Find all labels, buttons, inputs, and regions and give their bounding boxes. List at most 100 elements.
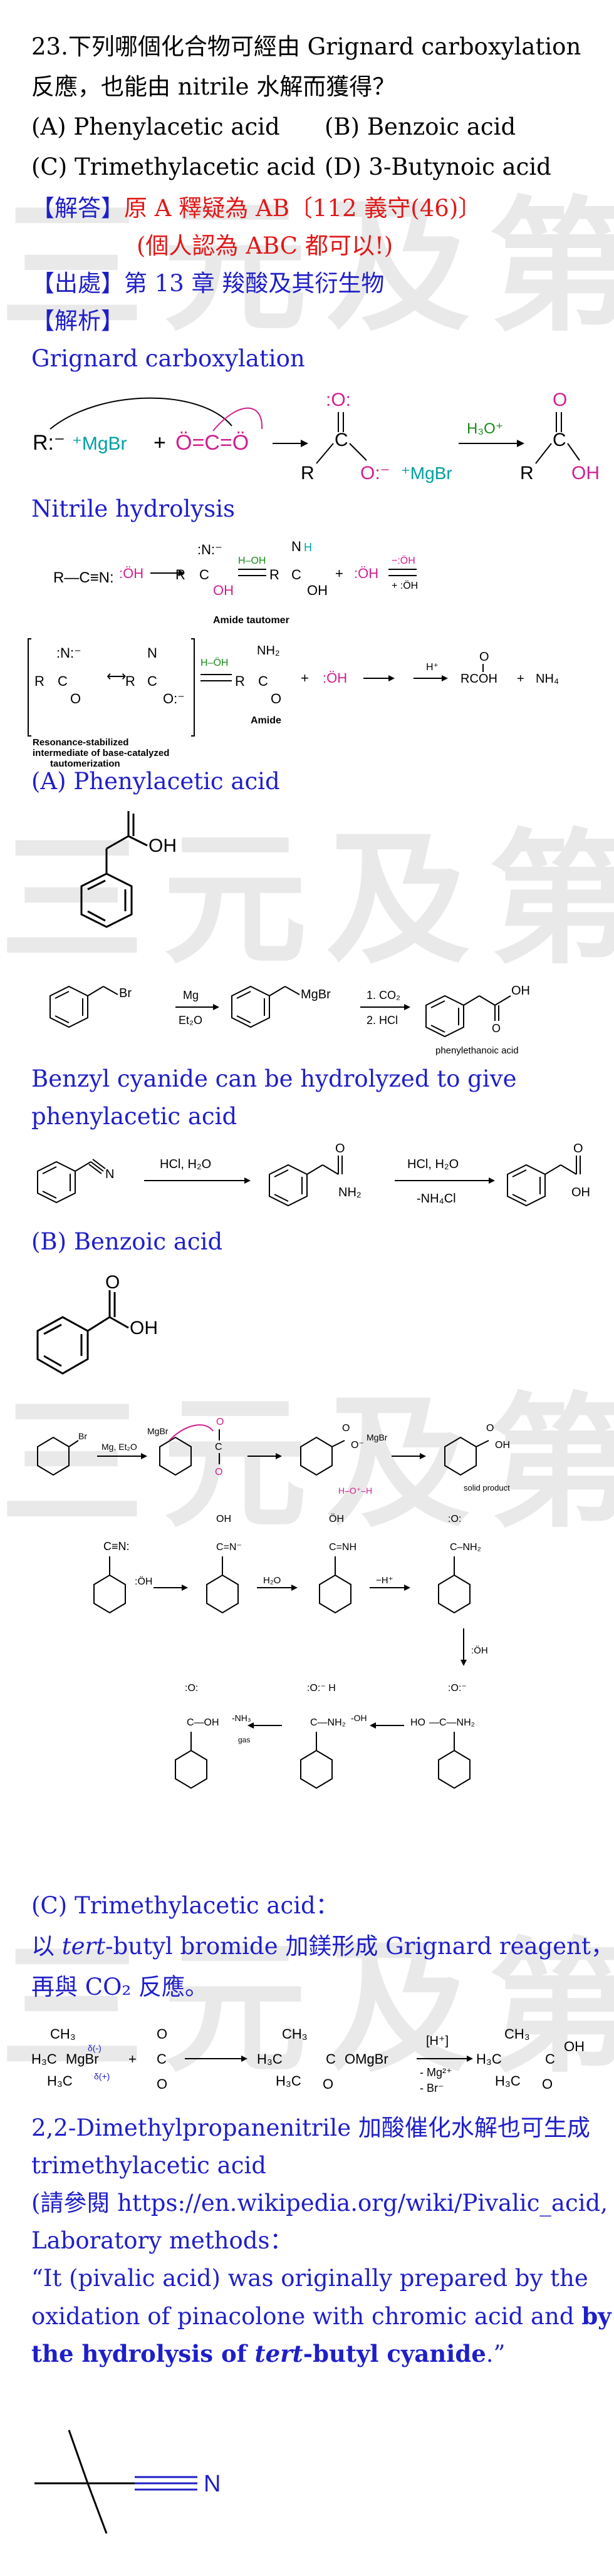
imine-c: C=N⁻ (216, 1542, 242, 1553)
imine-r: R (269, 567, 279, 582)
tet2-c: C—NH₂ (310, 1717, 346, 1728)
minus-nh3-label: -NH₃ (232, 1713, 251, 1723)
o-label: O (335, 1142, 345, 1156)
oh-label: OH (511, 984, 530, 998)
oh-minus: :ÖH (471, 1645, 488, 1656)
pivalic-grignard-scheme: H₃C CH₃ MgBr H₃C δ(-) δ(+) + O C O H₃C C… (31, 2026, 585, 2094)
delta-plus: δ(+) (94, 2071, 110, 2081)
o-label: O (105, 1272, 120, 1293)
h3c-1: H₃C (31, 2051, 57, 2067)
amide-tautomer-label: Amide tautomer (213, 615, 289, 626)
oh-label: OH (564, 2039, 585, 2054)
arrow-curve (49, 397, 232, 430)
hydronium: H–O⁺–H (338, 1486, 372, 1496)
reference-line: (請參閱 https://en.wikipedia.org/wiki/Pival… (31, 2189, 608, 2218)
answer-text: 原 A 釋疑為 AB〔112 義守(46)〕 (124, 195, 482, 222)
int-c: C (326, 2051, 336, 2067)
tet-c: —C—NH₂ (429, 1717, 475, 1728)
benzyl-text-2: phenylacetic acid (31, 1103, 237, 1130)
prod-h3c-2: H₃C (495, 2073, 521, 2089)
answer-bracket: 【解答】 (31, 195, 124, 222)
grignard-title: Grignard carboxylation (31, 345, 305, 372)
source-bracket: 【出處】 (31, 270, 124, 297)
benzoic-grignard-scheme: Br Mg, Et₂O MgBr O C O O O⁻ MgBr H–O⁺–H … (37, 1417, 510, 1496)
mg-label: Mg (183, 989, 199, 1001)
carboxylate-o: O (342, 1423, 350, 1434)
mgbr-counter: ⁺MgBr (401, 463, 452, 483)
section-c-line2: 再與 CO₂ 反應。 (31, 1973, 208, 2000)
benzoic-acid-structure: O OH (36, 1272, 158, 1375)
product-r: R (520, 463, 534, 484)
quote2-bold: by (581, 2302, 611, 2330)
oh-label: OH (148, 835, 177, 856)
quote3-em: tert (254, 2340, 303, 2367)
plus2: + (301, 670, 309, 686)
section-b-title: (B) Benzoic acid (31, 1228, 223, 1255)
ho-label: HO (410, 1717, 425, 1728)
carbon: C (335, 430, 348, 450)
acid-o: O (479, 650, 489, 664)
c-nh2: C–NH₂ (450, 1542, 481, 1553)
watermark: 三元及第 (0, 1925, 614, 2092)
mgbr-label: MgBr (66, 2051, 99, 2067)
benzonitrile-hydrolysis-scheme: C≡N: :ÖH OH C=N⁻ H₂O ÖH C=NH −H⁺ :O: C–N… (93, 1513, 488, 1789)
acid-o: :O: (185, 1683, 198, 1694)
solid-product-label: solid product (464, 1483, 510, 1492)
phenylacetic-acid-structure: OH (80, 811, 177, 928)
quote-line-1: “It (pivalic acid) was originally prepar… (31, 2265, 588, 2292)
h3o-label: H₃O⁺ (467, 420, 503, 437)
alkoxide: O:⁻ (360, 463, 390, 484)
arrow-curve (212, 407, 263, 432)
section-a-title: (A) Phenylacetic acid (31, 768, 280, 795)
option-d: (D) 3-Butynoic acid (325, 153, 551, 180)
et2o-label: Et₂O (179, 1014, 202, 1027)
wikipedia-link[interactable]: https://en.wikipedia.org/wiki/Pivalic_ac… (117, 2190, 608, 2216)
nitrile-title: Nitrile hydrolysis (31, 495, 236, 522)
amide-label: Amide (251, 715, 281, 726)
carbonyl-o: :O: (326, 390, 351, 410)
plus-sign: + (154, 431, 166, 455)
c-center: C (199, 567, 209, 582)
co2-lower: O (215, 1467, 222, 1477)
mg-et2o-label: Mg, Et₂O (101, 1442, 137, 1452)
product-o: O (553, 390, 567, 410)
question-line-2: 反應，也能由 nitrile 水解而獲得？ (31, 73, 396, 100)
imine-c: C (291, 567, 301, 582)
source-text: 第 13 章 羧酸及其衍生物 (124, 270, 385, 297)
o-top: :O: (448, 1514, 461, 1524)
answer-note: (個人認為 ABC 都可以!) (137, 232, 393, 259)
c-line1-em: tert (61, 1933, 106, 1960)
n-label: N (204, 2471, 221, 2497)
n-minus: :N:⁻ (197, 542, 222, 557)
answer-line: 【解答】原 A 釋疑為 AB〔112 義守(46)〕 (31, 194, 481, 223)
res2-o: O:⁻ (163, 691, 185, 706)
amide-r: R (235, 673, 245, 689)
res2-c: C (147, 673, 157, 689)
oh-label: OH (130, 1318, 158, 1338)
omgbr-label: OMgBr (345, 2051, 388, 2067)
source-line: 【出處】第 13 章 羧酸及其衍生物 (31, 269, 384, 298)
resonance-label-1: Resonance-stabilized (33, 737, 128, 748)
c-n: C≡N: (103, 1540, 130, 1553)
r-minus: R:⁻ (33, 431, 65, 455)
water: H–OH (238, 556, 266, 566)
co2-upper: O (216, 1417, 224, 1427)
amide-c: C (258, 673, 268, 689)
pival-line-1: 2,2-Dimethylpropanenitrile 加酸催化水解也可生成 (31, 2114, 590, 2141)
oh-anion: :ÖH (135, 1576, 152, 1587)
oh: OH (213, 582, 234, 598)
o-label: O (492, 1022, 501, 1035)
prod-o: O (542, 2076, 553, 2092)
minus-h-label: −H⁺ (376, 1575, 393, 1586)
co2-step-label: 1. CO₂ (367, 989, 400, 1001)
res-o: O (70, 691, 81, 706)
rcooh-label: RCOH (460, 672, 497, 686)
prod-c: C (545, 2051, 555, 2067)
h3c-2: H₃C (47, 2073, 73, 2089)
c-line1-pre: 以 (31, 1933, 62, 1960)
quote3-bold-post: -butyl cyanide (303, 2340, 486, 2367)
plus: + (128, 2051, 137, 2067)
co2-c: C (157, 2051, 167, 2067)
hcl-step-label: 2. HCl (367, 1014, 398, 1027)
